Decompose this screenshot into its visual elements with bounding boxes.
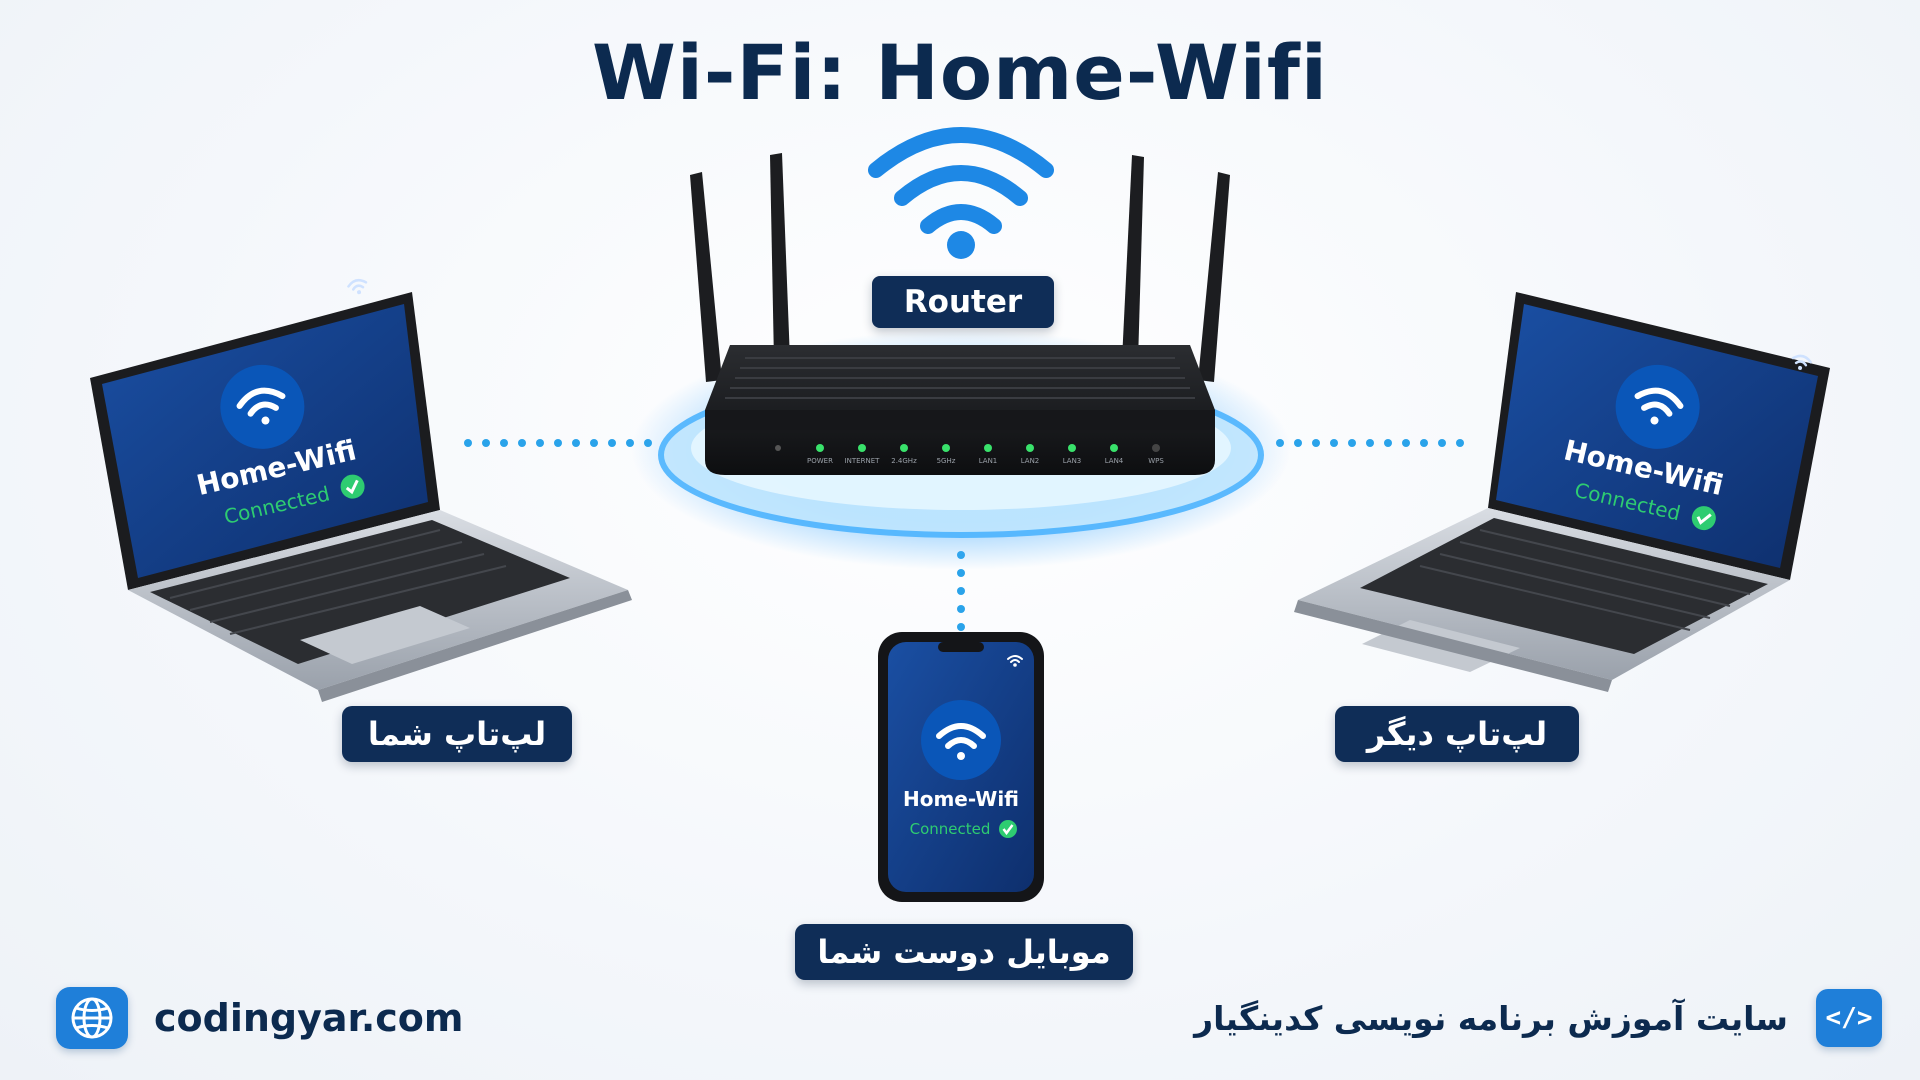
- phone-status: Connected: [910, 820, 991, 838]
- wifi-icon: [236, 387, 286, 425]
- router-led-lan3: [1068, 444, 1076, 452]
- page-title: Wi-Fi: Home-Wifi: [592, 28, 1328, 117]
- router-led-power: [816, 444, 824, 452]
- router-port-label: INTERNET: [845, 457, 881, 465]
- router-body: [705, 345, 1215, 475]
- router-port-label: LAN3: [1063, 457, 1082, 465]
- router-port-label: POWER: [807, 457, 833, 465]
- router-antennas: [690, 153, 1230, 382]
- wifi-icon: [868, 127, 1054, 259]
- phone-label: موبایل دوست شما: [795, 924, 1133, 980]
- router-power-dot: [775, 445, 781, 451]
- router-port-label: LAN2: [1021, 457, 1040, 465]
- wifi-icon: [1791, 354, 1812, 370]
- wifi-icon: [1634, 387, 1684, 425]
- phone-network-name: Home-Wifi: [903, 787, 1019, 811]
- laptop-right: [1294, 292, 1830, 692]
- router-led-lan2: [1026, 444, 1034, 452]
- router-port-label: 5GHz: [937, 457, 956, 465]
- footer-site-block: سایت آموزش برنامه نویسی کدینگیار </>: [1194, 987, 1882, 1049]
- wifi-icon: [347, 278, 368, 295]
- router-led-wps: [1152, 444, 1160, 452]
- router-port-label: 2.4GHz: [891, 457, 917, 465]
- wifi-icon: [1007, 655, 1023, 667]
- footer-site-name: سایت آموزش برنامه نویسی کدینگیار: [1194, 998, 1788, 1038]
- router-label: Router: [872, 276, 1054, 328]
- router-port-label: WPS: [1148, 457, 1164, 465]
- router-led-lan1: [984, 444, 992, 452]
- globe-icon: [56, 987, 128, 1049]
- router-port-label: LAN4: [1105, 457, 1124, 465]
- router-led-internet: [858, 444, 866, 452]
- laptop-right-screen-content: Home-Wifi Connected: [1561, 354, 1812, 531]
- laptop-left: [90, 292, 632, 702]
- checkmark-icon: [340, 474, 365, 499]
- footer-domain[interactable]: codingyar.com: [154, 996, 464, 1040]
- laptop-left-keys: [169, 529, 507, 635]
- router-port-label: LAN1: [979, 457, 998, 465]
- router-led-5ghz: [942, 444, 950, 452]
- checkmark-icon: [1691, 506, 1716, 531]
- wifi-icon: [936, 723, 986, 760]
- phone: Home-Wifi Connected: [878, 632, 1044, 902]
- connection-dots-left: [464, 439, 652, 447]
- router-led-lan4: [1110, 444, 1118, 452]
- connection-dots-right: [1276, 439, 1464, 447]
- router-ports: POWER INTERNET 2.4GHz 5GHz LAN1 LAN2 LAN3 LAN4 W…: [775, 444, 1164, 465]
- right-laptop-label: لپ‌تاپ دیگر: [1335, 706, 1579, 762]
- router-led-2.4ghz: [900, 444, 908, 452]
- laptop-right-keys: [1419, 529, 1751, 631]
- footer-domain-block: codingyar.com: [56, 985, 464, 1051]
- code-icon: </>: [1816, 989, 1882, 1047]
- checkmark-icon: [999, 820, 1017, 838]
- left-laptop-label: لپ‌تاپ شما: [342, 706, 572, 762]
